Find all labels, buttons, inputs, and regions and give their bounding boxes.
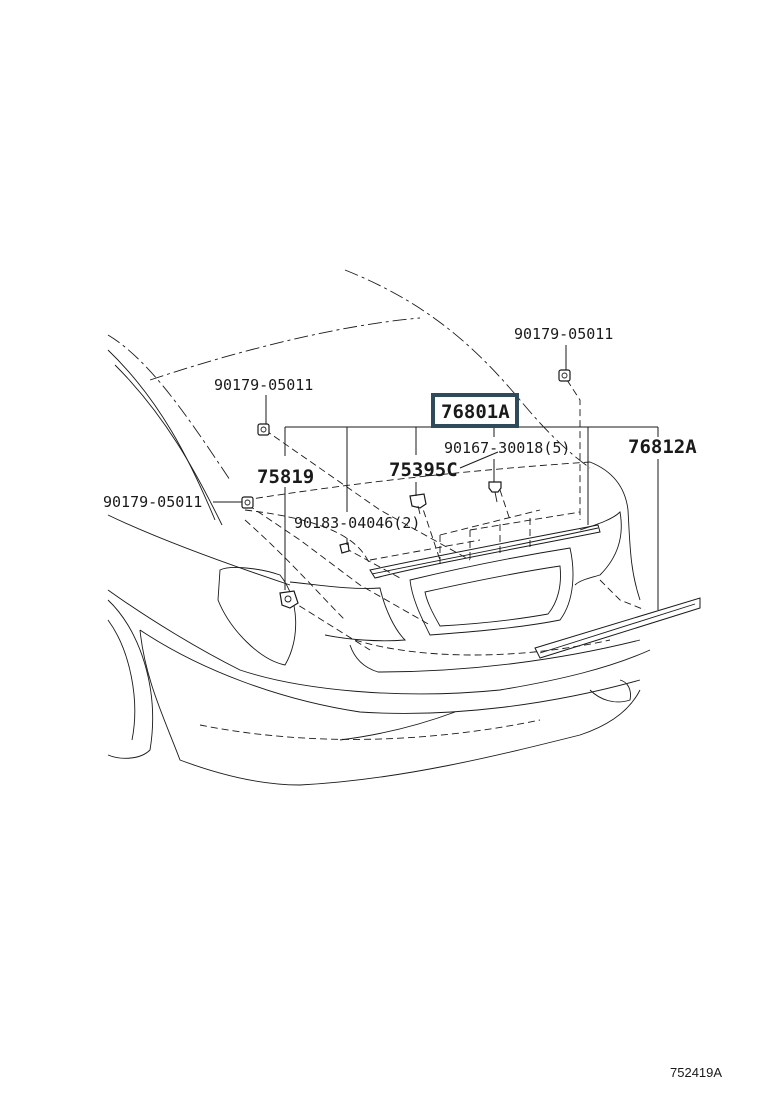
label-90179-top-left: 90179-05011 [214,376,313,394]
label-76801a: 76801A [441,401,510,423]
garnish-molding-76812a [534,597,701,659]
clip-75395c [409,493,427,515]
label-76812a: 76812A [628,436,697,458]
nut-90183 [339,542,350,554]
drawing-code: 752419A [670,1065,722,1080]
fastener-90179-left [241,496,254,509]
fastener-90179-top-left [257,423,270,436]
highlight-box-76801a [431,393,519,428]
fastener-90179-top-right [558,369,571,382]
clip-75819 [279,590,299,609]
label-90167: 90167-30018(5) [444,439,570,457]
assembly-lines [247,379,646,651]
screw-90167 [488,481,502,503]
label-90179-left: 90179-05011 [103,493,202,511]
label-75395c: 75395C [389,459,458,481]
label-90183: 90183-04046(2) [294,514,420,532]
garnish-76801a [369,509,601,579]
label-90179-top-right: 90179-05011 [514,325,613,343]
label-75819: 75819 [257,466,314,488]
